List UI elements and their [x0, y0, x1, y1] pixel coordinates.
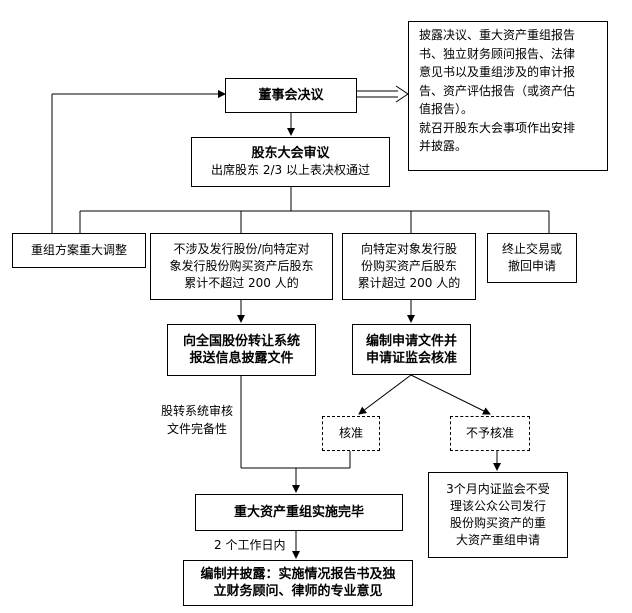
final-disclosure-box: 编制并披露：实施情况报告书及独 立财务顾问、律师的专业意见: [183, 560, 413, 606]
under-200-holders-box: 不涉及发行股份/向特定对 象发行股份购买资产后股东 累计不超过 200 人的: [150, 233, 333, 300]
shareholders-meeting-title: 股东大会审议: [251, 146, 330, 161]
rejection-label: 不予核准: [465, 426, 514, 440]
neeq-submission-box: 向全国股份转让系统 报送信息披露文件: [167, 324, 316, 376]
approval-box: 核准: [322, 416, 380, 451]
terminate-line: 撤回申请: [507, 259, 556, 273]
rejection-note-box: 3个月内证监会不受 理该公众公司发行 股份购买资产的重 大资产重组申请: [428, 472, 568, 558]
rejection-note-line: 3个月内证监会不受: [446, 482, 550, 496]
disclosure-line: 意见书以及重组涉及的审计报: [419, 65, 576, 79]
rejection-box: 不予核准: [450, 416, 530, 451]
rejection-note-line: 理该公众公司发行: [449, 499, 546, 513]
neeq-line: 报送信息披露文件: [189, 351, 294, 366]
neeq-review-line: 文件完备性: [166, 422, 227, 436]
board-resolution-label: 董事会决议: [258, 88, 324, 103]
under-200-line: 不涉及发行股份/向特定对: [173, 242, 310, 256]
plan-adjustment-label: 重组方案重大调整: [30, 243, 127, 257]
under-200-line: 累计不超过 200 人的: [184, 276, 299, 290]
restructuring-complete-label: 重大资产重组实施完毕: [233, 505, 364, 520]
board-resolution-box: 董事会决议: [225, 78, 357, 113]
csrc-line: 申请证监会核准: [365, 350, 457, 366]
neeq-review-note: 股转系统审核 文件完备性: [152, 402, 242, 438]
plan-adjustment-box: 重组方案重大调整: [12, 233, 146, 268]
neeq-line: 向全国股份转让系统: [182, 334, 300, 349]
csrc-line: 编制申请文件并: [365, 333, 457, 349]
terminate-withdraw-box: 终止交易或 撤回申请: [487, 233, 577, 283]
over-200-holders-box: 向特定对象发行股 份购买资产后股东 累计超过 200 人的: [342, 233, 476, 300]
over-200-line: 份购买资产后股东: [360, 259, 457, 273]
disclosure-line: 就召开股东大会事项作出安排: [419, 120, 576, 135]
disclosure-note-box: 披露决议、重大资产重组报告 书、独立财务顾问报告、法律 意见书以及重组涉及的审计…: [408, 21, 608, 171]
approval-label: 核准: [338, 426, 363, 440]
rejection-note-line: 大资产重组申请: [455, 533, 540, 547]
disclosure-line: 并披露。: [419, 139, 468, 153]
over-200-line: 累计超过 200 人的: [357, 276, 461, 290]
final-disclosure-line: 立财务顾问、律师的专业意见: [213, 584, 383, 599]
restructuring-complete-box: 重大资产重组实施完毕: [195, 494, 403, 531]
disclosure-line: 书、独立财务顾问报告、法律: [419, 46, 576, 61]
shareholders-meeting-sub: 出席股东 2/3 以上表决权通过: [211, 163, 370, 177]
working-days-label: 2 个工作日内: [214, 538, 286, 552]
terminate-line: 终止交易或: [501, 242, 562, 256]
under-200-line: 象发行股份购买资产后股东: [169, 259, 314, 273]
disclosure-line: 披露决议、重大资产重组报告: [419, 28, 576, 42]
csrc-application-box: 编制申请文件并 申请证监会核准: [352, 324, 471, 375]
neeq-review-line: 股转系统审核: [160, 404, 233, 418]
over-200-line: 向特定对象发行股: [360, 242, 457, 256]
disclosure-line: 告、资产评估报告（或资产估: [419, 83, 576, 98]
rejection-note-line: 股份购买资产的重: [449, 516, 546, 530]
working-days-note: 2 个工作日内: [214, 536, 294, 554]
disclosure-line: 值报告）。: [419, 102, 474, 116]
shareholders-meeting-box: 股东大会审议 出席股东 2/3 以上表决权通过: [191, 137, 390, 187]
final-disclosure-line: 编制并披露：实施情况报告书及独: [200, 567, 396, 582]
